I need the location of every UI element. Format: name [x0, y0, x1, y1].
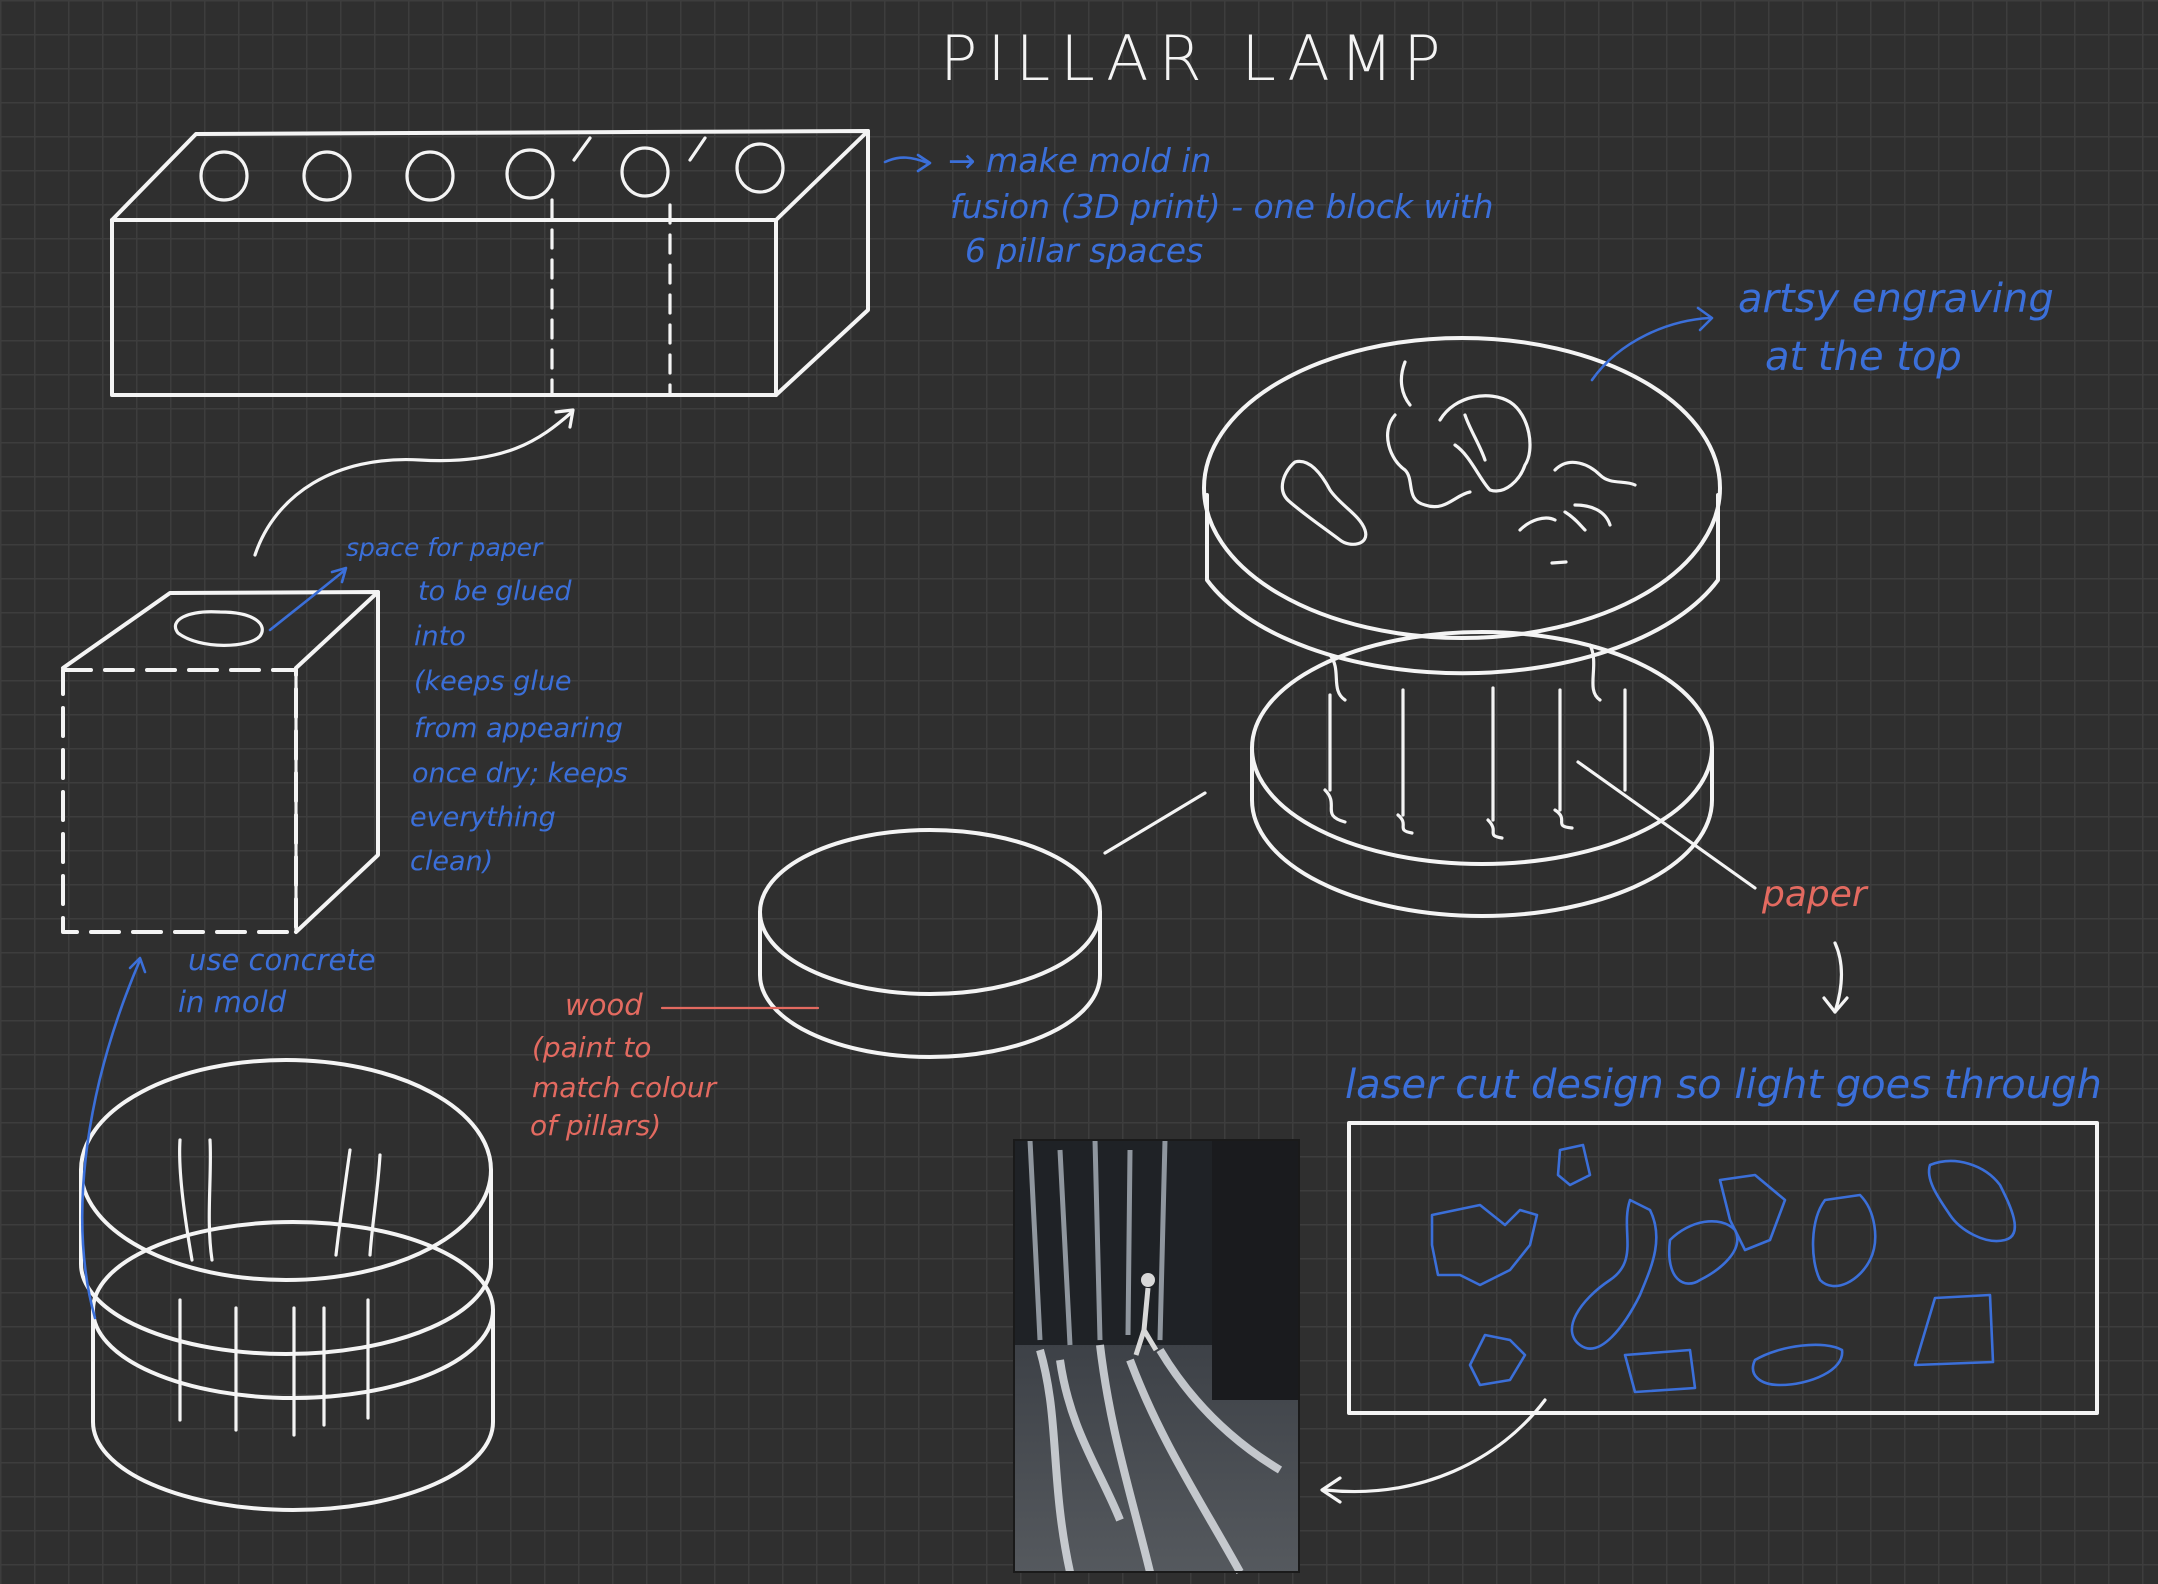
white-annotation-arrows	[660, 760, 1849, 1504]
note-paper-space-line5: from appearing	[414, 713, 623, 744]
note-engraving-line1: artsy engraving	[1738, 276, 2054, 322]
mold-block-sketch	[110, 129, 870, 557]
note-concrete-line1: use concrete	[188, 943, 376, 977]
note-paper-space-line8: clean)	[410, 846, 493, 877]
note-wood-line4: of pillars)	[530, 1109, 661, 1142]
note-paper-space-line7: everything	[410, 802, 556, 833]
note-paper-space-line6: once dry; keeps	[412, 758, 628, 789]
note-wood: wood (paint to match colour of pillars)	[530, 988, 718, 1142]
note-mold-line1: → make mold in	[948, 141, 1211, 180]
note-laser-cut: laser cut design so light goes through	[1345, 1062, 2102, 1108]
note-paper-space-line1: space for paper	[346, 533, 544, 562]
note-paper-space-line2: to be glued	[418, 576, 572, 607]
pillar-mold-cube-sketch	[61, 590, 380, 934]
reference-photo	[1013, 1139, 1300, 1574]
assembled-lamp-sketch	[1202, 336, 1722, 918]
note-wood-line2: (paint to	[532, 1031, 651, 1064]
note-mold-line2: fusion (3D print) - one block with	[950, 187, 1494, 226]
note-engraving-line2: at the top	[1765, 334, 1962, 380]
note-wood-line3: match colour	[532, 1071, 718, 1104]
page-title: PILLAR LAMP	[940, 22, 1451, 95]
wood-base-disk-sketch	[758, 791, 1207, 1059]
note-paper-space-line4: (keeps glue	[414, 666, 572, 697]
note-paper-space-line3: into	[414, 621, 466, 652]
blue-annotation-arrows	[80, 153, 1714, 1320]
note-paper-space: space for paper to be glued into (keeps …	[346, 533, 628, 877]
note-engraving: artsy engraving at the top	[1738, 276, 2054, 380]
note-concrete-line2: in mold	[178, 985, 287, 1019]
note-paper: paper	[1761, 874, 1869, 915]
laser-cut-panel-sketch	[1347, 1121, 2099, 1415]
concrete-mold-lamp-sketch	[79, 1058, 495, 1512]
note-wood-line1: wood	[565, 988, 643, 1022]
note-mold-block: → make mold in fusion (3D print) - one b…	[948, 141, 1494, 270]
note-mold-line3: 6 pillar spaces	[965, 231, 1203, 270]
note-concrete: use concrete in mold	[178, 943, 376, 1019]
